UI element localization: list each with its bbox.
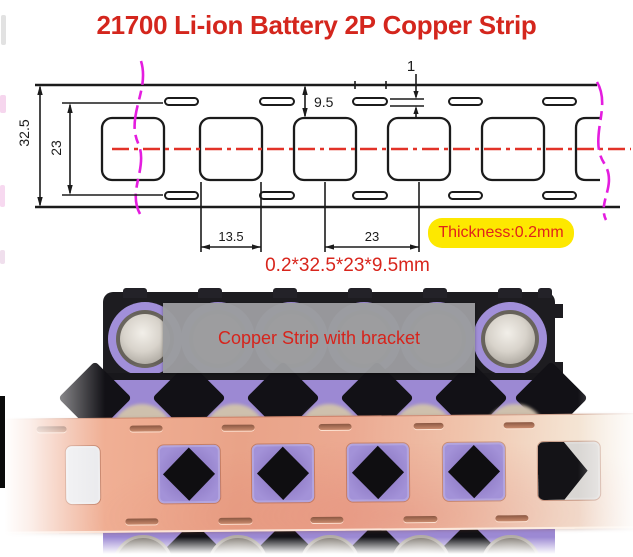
dimension-drawing: 32.5 23 9.5 1 13.5 23 [16,58,631,252]
bracket-tab [348,288,372,298]
photo-edge-artifact [0,396,5,488]
scan-artifact [1,15,6,45]
dim-row-spacing: 23 [48,140,64,156]
dim-hole-pitch: 23 [365,229,379,244]
bracket-tab [198,288,222,298]
bracket-tab [538,288,552,298]
window-diamond [347,443,410,502]
bracket-tab [423,288,447,298]
copper-strip [0,413,633,534]
photo-caption-box: Copper Strip with bracket [163,303,475,373]
photo-caption: Copper Strip with bracket [217,327,421,348]
strip-window [346,443,410,502]
thickness-label: Thickness:0.2mm [438,224,564,241]
strip-slot [413,422,444,430]
strip-window [251,444,315,503]
strip-slot [129,425,163,432]
strip-slot [125,518,159,525]
title-product-name: Copper Strip [382,10,537,40]
strip-slot [310,516,344,524]
scan-artifact [0,185,5,207]
dim-slot-height: 1 [407,58,415,75]
dimension-arrows [37,85,419,250]
bracket-side-tab [553,304,563,318]
strip-window [157,444,221,504]
slot-holes-top [164,97,577,106]
scan-artifact [0,250,5,264]
strip-slot [503,422,535,429]
strip-slot [318,423,352,430]
bracket-tab [498,288,522,298]
strip-window [537,441,601,501]
slot-holes-bottom [164,191,577,200]
window-diamond [252,444,315,503]
product-photo: Copper Strip with bracket [0,288,633,557]
dim-total-width: 32.5 [16,119,32,146]
title-battery-model: 21700 Li-ion Battery 2P [96,10,376,40]
dim-edge-margin: 9.5 [314,94,334,110]
window-half-diamond [538,442,601,501]
bracket-mid-shadow [103,373,555,380]
strip-slot [221,424,255,431]
bracket-tab [123,288,147,298]
window-diamond [443,442,506,501]
break-lines [133,60,611,221]
strip-window [65,445,101,505]
cell-top [481,310,539,368]
dim-hole-width: 13.5 [218,229,243,244]
strip-slot [36,426,67,433]
strip-slot [403,515,438,523]
strip-slot [218,517,253,524]
bracket-tab [273,288,297,298]
window-diamond [158,445,221,504]
dimensions [39,74,424,252]
battery-cell [473,302,547,376]
strip-window [442,442,506,501]
scan-artifact [0,95,6,113]
spec-text: 0.2*32.5*23*9.5mm [265,255,430,276]
strip-slot [495,515,529,522]
strip-outline [35,83,620,209]
thickness-highlight-badge: Thickness:0.2mm [428,218,574,248]
